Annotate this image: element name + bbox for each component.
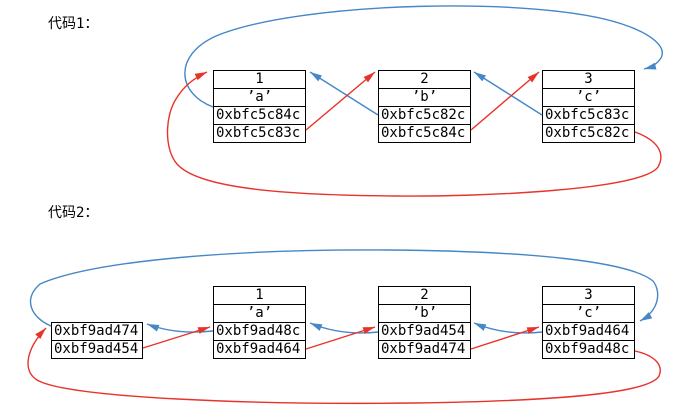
d1-blue-arrow-n2-to-n1 (309, 71, 379, 116)
node-row-value: ’b’ (379, 305, 470, 323)
node-row-value: ’c’ (543, 305, 634, 323)
node-row-addr2: 0xbf9ad474 (381, 341, 466, 357)
node-row-value: ’c’ (543, 89, 634, 107)
node-row-value: ’a’ (214, 305, 305, 323)
node-row-addr2: 0xbf9ad48c (545, 341, 630, 357)
node-row-value: ’b’ (379, 89, 470, 107)
head-row-addr1: 0xbf9ad474 (52, 323, 142, 341)
node-row-index: 2 (379, 287, 470, 305)
node-row-addr1: 0xbfc5c83c (543, 107, 634, 125)
node-row-index: 1 (214, 71, 305, 89)
node-row-index: 2 (379, 71, 470, 89)
d2-blue-arrow-n3-to-n2 (473, 322, 543, 334)
d2-head-box: 0xbf9ad474 0xbf9ad454 (51, 322, 143, 359)
node-row-addr2: 0xbf9ad464 (216, 341, 301, 357)
d2-red-arrow-n1-to-n2 (305, 326, 376, 350)
node-row-addr2: 0xbfc5c84c (381, 125, 466, 141)
d2-red-arrow-n2-to-n3 (470, 326, 540, 350)
code1-label: 代码1： (48, 16, 99, 32)
head-row-addr2: 0xbf9ad454 (54, 341, 139, 357)
node-row-addr1: 0xbf9ad48c (214, 323, 305, 341)
node-row-addr1: 0xbfc5c84c (214, 107, 305, 125)
d2-red-arrow-head-to-n1 (142, 326, 211, 349)
node-row-addr1: 0xbf9ad454 (379, 323, 470, 341)
d2-blue-arrow-n1-to-head (146, 323, 214, 333)
node-row-addr1: 0xbf9ad464 (543, 323, 634, 341)
d1-node-2: 2 ’b’ 0xbfc5c82c 0xbfc5c84c (378, 70, 471, 143)
d2-node-1: 1 ’a’ 0xbf9ad48c 0xbf9ad464 (213, 286, 306, 359)
node-row-index: 3 (543, 287, 634, 305)
node-row-value: ’a’ (214, 89, 305, 107)
d2-blue-arrow-n2-to-n1 (309, 322, 379, 334)
d1-node-3: 3 ’c’ 0xbfc5c83c 0xbfc5c82c (542, 70, 635, 143)
node-row-addr2: 0xbfc5c82c (545, 125, 630, 141)
d1-blue-arrow-n3-to-n2 (473, 71, 543, 116)
node-row-index: 1 (214, 287, 305, 305)
d1-node-1: 1 ’a’ 0xbfc5c84c 0xbfc5c83c (213, 70, 306, 143)
d2-node-3: 3 ’c’ 0xbf9ad464 0xbf9ad48c (542, 286, 635, 359)
node-row-addr1: 0xbfc5c82c (379, 107, 470, 125)
d2-node-2: 2 ’b’ 0xbf9ad454 0xbf9ad474 (378, 286, 471, 359)
d1-red-arrow-n2-to-n3 (470, 71, 540, 131)
code2-label: 代码2： (48, 205, 99, 221)
node-row-addr2: 0xbfc5c83c (216, 125, 301, 141)
d1-red-arrow-n1-to-n2 (305, 71, 376, 131)
node-row-index: 3 (543, 71, 634, 89)
